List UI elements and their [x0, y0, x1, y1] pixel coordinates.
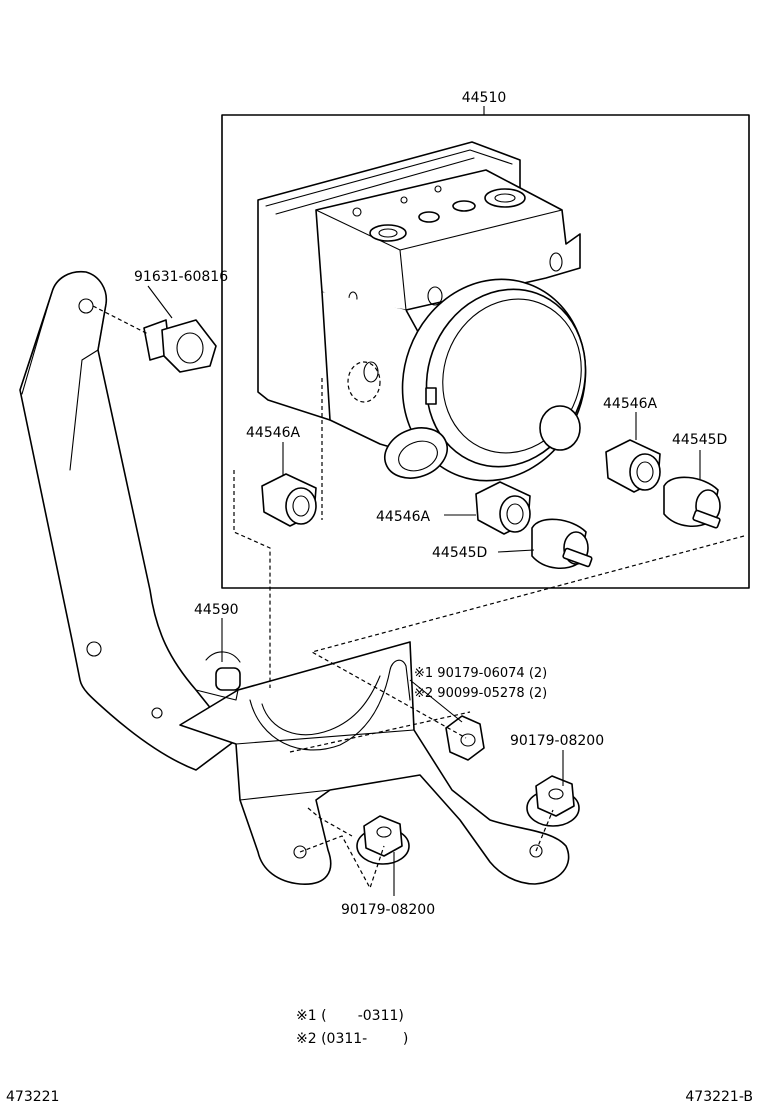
bolt-shape	[143, 319, 217, 373]
nut-right-shape	[526, 775, 580, 827]
label-bolt: 91631-60816	[134, 269, 228, 285]
dashed-guides	[92, 305, 745, 890]
footer-left-code: 473221	[6, 1089, 59, 1105]
plug-right-shape	[663, 476, 721, 529]
label-nut-right: 90179-08200	[510, 733, 604, 749]
label-plug-d-right: 44545D	[672, 432, 727, 448]
label-nut-bottom: 90179-08200	[341, 902, 435, 918]
nut-note-shape	[445, 715, 485, 761]
label-assembly: 44510	[462, 90, 507, 106]
actuator-body	[257, 141, 587, 482]
label-nut-note1: ※1 90179-06074 (2)	[414, 666, 547, 681]
note-1: ※1 ( -0311)	[296, 1008, 404, 1024]
label-nut-note2: ※2 90099-05278 (2)	[414, 686, 547, 701]
cap-right-shape	[605, 439, 661, 493]
bracket-shape	[19, 270, 570, 885]
label-plug-d-center: 44545D	[432, 545, 487, 561]
plug-center-shape	[531, 518, 593, 569]
note-2: ※2 (0311- )	[296, 1031, 408, 1047]
label-cap-a-left: 44546A	[246, 425, 301, 441]
label-cap-a-right: 44546A	[603, 396, 658, 412]
assembly-frame	[221, 114, 750, 589]
leader-lines	[147, 285, 701, 896]
cap-left-shape	[261, 473, 317, 527]
label-cap-a-center: 44546A	[376, 509, 431, 525]
cap-center-shape	[475, 481, 531, 535]
label-bracket: 44590	[194, 602, 239, 618]
footer-right-code: 473221-B	[685, 1089, 753, 1105]
nut-bottom-shape	[356, 815, 410, 865]
